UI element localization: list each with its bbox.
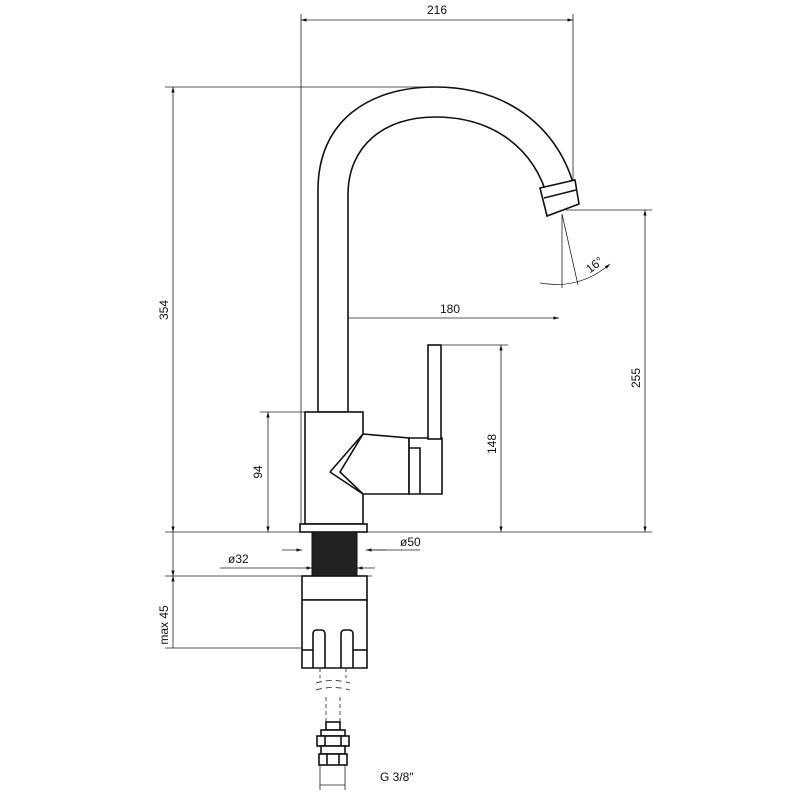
dim-shank-diameter: ø32 <box>228 552 249 566</box>
dim-lever-height: 148 <box>485 434 499 454</box>
dim-base-diameter: ø50 <box>400 535 421 549</box>
spout-aerator <box>539 179 580 218</box>
dim-swivel-angle: 16° <box>583 254 606 276</box>
extension-lines <box>165 14 652 649</box>
lever-handle <box>427 344 442 440</box>
dim-total-reach: 216 <box>427 3 447 17</box>
dim-spout-reach: 180 <box>440 302 460 316</box>
cartridge-housing <box>338 433 410 495</box>
dim-outlet-height: 255 <box>629 368 643 388</box>
mounting-nut <box>301 599 368 669</box>
threaded-shank <box>311 531 358 577</box>
dimension-lines <box>171 18 647 790</box>
dim-max-worktop: max 45 <box>157 605 171 645</box>
spout <box>317 86 576 413</box>
mounting-plate <box>301 575 368 601</box>
lever-housing <box>408 437 443 495</box>
dim-body-height: 94 <box>251 465 265 479</box>
faucet <box>299 86 580 766</box>
base-ring <box>299 523 368 533</box>
dim-total-height: 354 <box>157 300 171 320</box>
hose-connector <box>316 721 350 766</box>
dimension-labels: 216 354 180 16° 255 148 94 ø50 ø32 max 4… <box>157 3 643 784</box>
dim-hose-connection: G 3/8" <box>380 770 414 784</box>
